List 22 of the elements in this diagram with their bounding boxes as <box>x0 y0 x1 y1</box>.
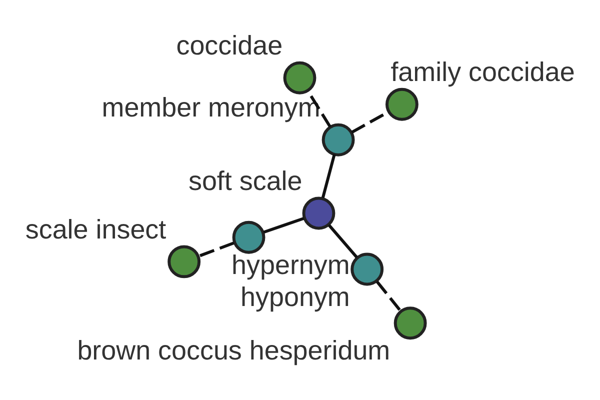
node-circle <box>350 252 384 286</box>
connector <box>320 154 336 198</box>
node-circle <box>302 196 335 230</box>
node-circle <box>282 60 316 94</box>
node-label: hyponym <box>240 281 350 312</box>
node-label: brown coccus hesperidum <box>76 335 390 366</box>
node-circle <box>167 244 200 278</box>
connector <box>197 241 234 258</box>
node-circle <box>321 122 354 156</box>
node-label: family coccidae <box>390 56 574 87</box>
connector <box>306 90 331 128</box>
node-label: coccidae <box>176 30 282 60</box>
connector <box>327 224 358 258</box>
connector <box>375 280 402 312</box>
node-label: hypernym <box>231 249 350 280</box>
node-circle <box>393 306 426 340</box>
node-circle <box>384 87 418 120</box>
node-label: member meronym <box>101 92 320 122</box>
connector <box>262 216 304 234</box>
node-circle <box>232 220 265 254</box>
node-label: scale insect <box>24 214 166 244</box>
node-label: soft scale <box>188 165 302 196</box>
